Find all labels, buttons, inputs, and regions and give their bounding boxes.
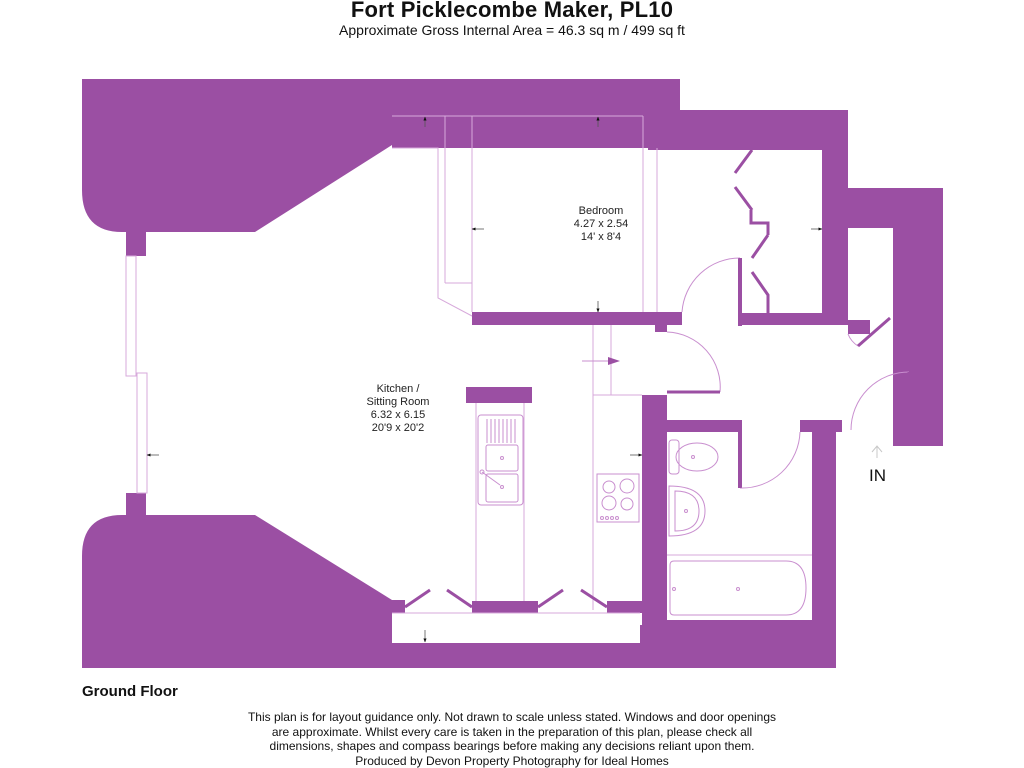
wall-right-door-jamb: [848, 320, 870, 334]
wash-basin: [668, 485, 706, 537]
bath: [669, 560, 807, 616]
wall-bath-bottom: [642, 620, 836, 668]
kitchen-label: Kitchen / Sitting Room 6.32 x 6.15 20'9 …: [352, 383, 444, 435]
store-door-arc: [847, 333, 859, 347]
kitchen-counter-block: [466, 387, 532, 403]
cupboard-arrow: [582, 357, 620, 365]
kitchen-name-line2: Sitting Room: [366, 396, 430, 408]
door-leaves: [667, 258, 911, 488]
entrance-door-arc: [850, 371, 910, 431]
kitchen-metric: 6.32 x 6.15: [370, 409, 426, 421]
entrance-label: IN: [869, 466, 886, 485]
drainer: [486, 419, 516, 443]
disclaimer-line-2: are approximate. Whilst every care is ta…: [271, 724, 753, 739]
bedroom-imperial: 14' x 8'4: [580, 231, 622, 243]
kitchen-imperial: 20'9 x 20'2: [371, 422, 425, 434]
disclaimer-line-1: This plan is for layout guidance only. N…: [247, 710, 777, 724]
wall-bath-left: [642, 395, 667, 625]
wall-right-lower: [909, 372, 943, 446]
left-window-lower: [136, 372, 148, 494]
toilet: [668, 439, 719, 475]
wall-wardrobe-bottom: [740, 313, 848, 325]
disclaimer-line-4: Produced by Devon Property Photography f…: [355, 753, 669, 768]
disclaimer: This plan is for layout guidance only. N…: [212, 710, 812, 768]
bedroom-metric: 4.27 x 2.54: [573, 218, 629, 230]
hob: [596, 473, 640, 523]
bedroom-door-arc: [681, 257, 741, 313]
wall-bedroom-stub: [655, 322, 667, 332]
wall-bottom-segment-1: [472, 601, 538, 613]
bedroom-label: Bedroom 4.27 x 2.54 14' x 8'4: [560, 205, 642, 244]
fine-lines: [125, 115, 812, 614]
wall-bottom-left: [82, 493, 668, 668]
wall-bedroom-bottom: [472, 312, 682, 325]
kitchen-name-line1: Kitchen /: [376, 383, 420, 395]
left-window-upper: [125, 255, 137, 377]
plan-title: Fort Picklecombe Maker, PL10: [350, 0, 674, 22]
wall-top-left: [82, 79, 680, 256]
doors: [666, 257, 910, 489]
french-doors: [404, 588, 608, 609]
dimension-arrows: [146, 116, 823, 643]
area-subtitle: Approximate Gross Internal Area = 46.3 s…: [339, 22, 685, 38]
sink: [477, 414, 524, 506]
wall-top-right: [648, 110, 828, 150]
wall-bath-top: [662, 420, 742, 432]
kitchen-door-arc: [666, 331, 721, 393]
floor-label: Ground Floor: [82, 683, 178, 700]
entrance-arrow-icon: [871, 445, 883, 458]
bathroom-door-arc: [739, 431, 801, 489]
bedroom-name: Bedroom: [578, 205, 624, 217]
wall-bottom-segment-2: [607, 601, 642, 613]
wardrobe-bifold-doors: [733, 149, 770, 313]
walls: [82, 79, 943, 668]
disclaimer-line-3: dimensions, shapes and compass bearings …: [269, 739, 755, 753]
wall-bath-left-top: [642, 395, 662, 419]
